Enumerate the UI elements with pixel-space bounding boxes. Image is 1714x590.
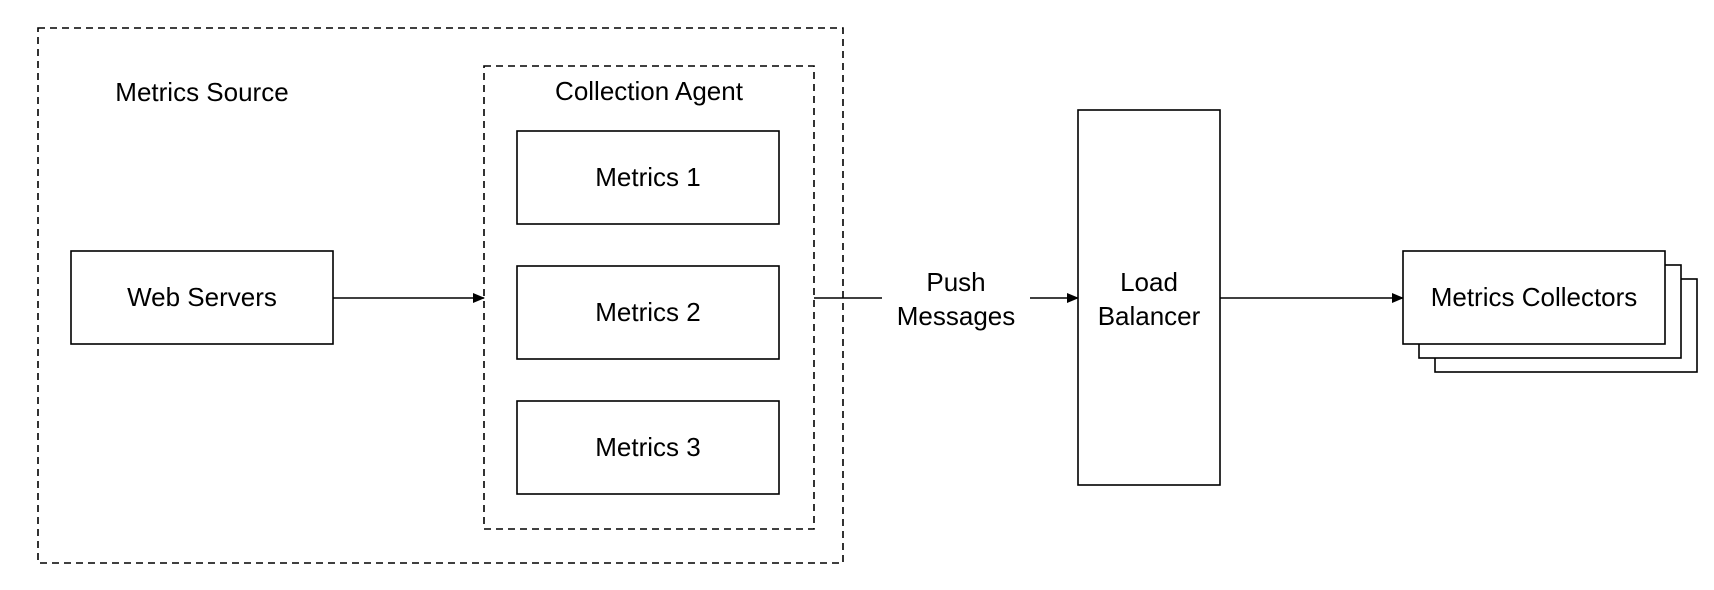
metrics-2-box bbox=[516, 265, 780, 360]
metrics-3-label: Metrics 3 bbox=[595, 432, 700, 462]
metrics-1-box bbox=[516, 130, 780, 225]
metrics-collectors-node: Metrics Collectors bbox=[1402, 250, 1698, 373]
load-balancer-node: Load Balancer bbox=[1077, 109, 1221, 486]
collection-agent-group: Collection Agent bbox=[483, 65, 815, 530]
push-messages-label-line2: Messages bbox=[897, 301, 1016, 331]
metrics-3-box bbox=[516, 400, 780, 495]
metrics-source-label: Metrics Source bbox=[115, 77, 288, 107]
web-servers-node: Web Servers bbox=[70, 250, 334, 345]
metrics-1-node: Metrics 1 bbox=[516, 130, 780, 225]
metrics-2-node: Metrics 2 bbox=[516, 265, 780, 360]
metrics-source-border bbox=[37, 27, 844, 564]
metrics-1-label: Metrics 1 bbox=[595, 162, 700, 192]
metrics-2-label: Metrics 2 bbox=[595, 297, 700, 327]
load-balancer-box bbox=[1077, 109, 1221, 486]
metrics-3-node: Metrics 3 bbox=[516, 400, 780, 495]
metrics-source-group: Metrics Source bbox=[37, 27, 844, 564]
collection-agent-label: Collection Agent bbox=[555, 76, 744, 106]
web-servers-label: Web Servers bbox=[127, 282, 277, 312]
metrics-collectors-label: Metrics Collectors bbox=[1431, 282, 1638, 312]
metrics-collectors-box bbox=[1402, 250, 1666, 345]
load-balancer-label-line2: Balancer bbox=[1098, 301, 1201, 331]
push-messages-label-line1: Push bbox=[926, 267, 985, 297]
load-balancer-label-line1: Load bbox=[1120, 267, 1178, 297]
web-servers-box bbox=[70, 250, 334, 345]
